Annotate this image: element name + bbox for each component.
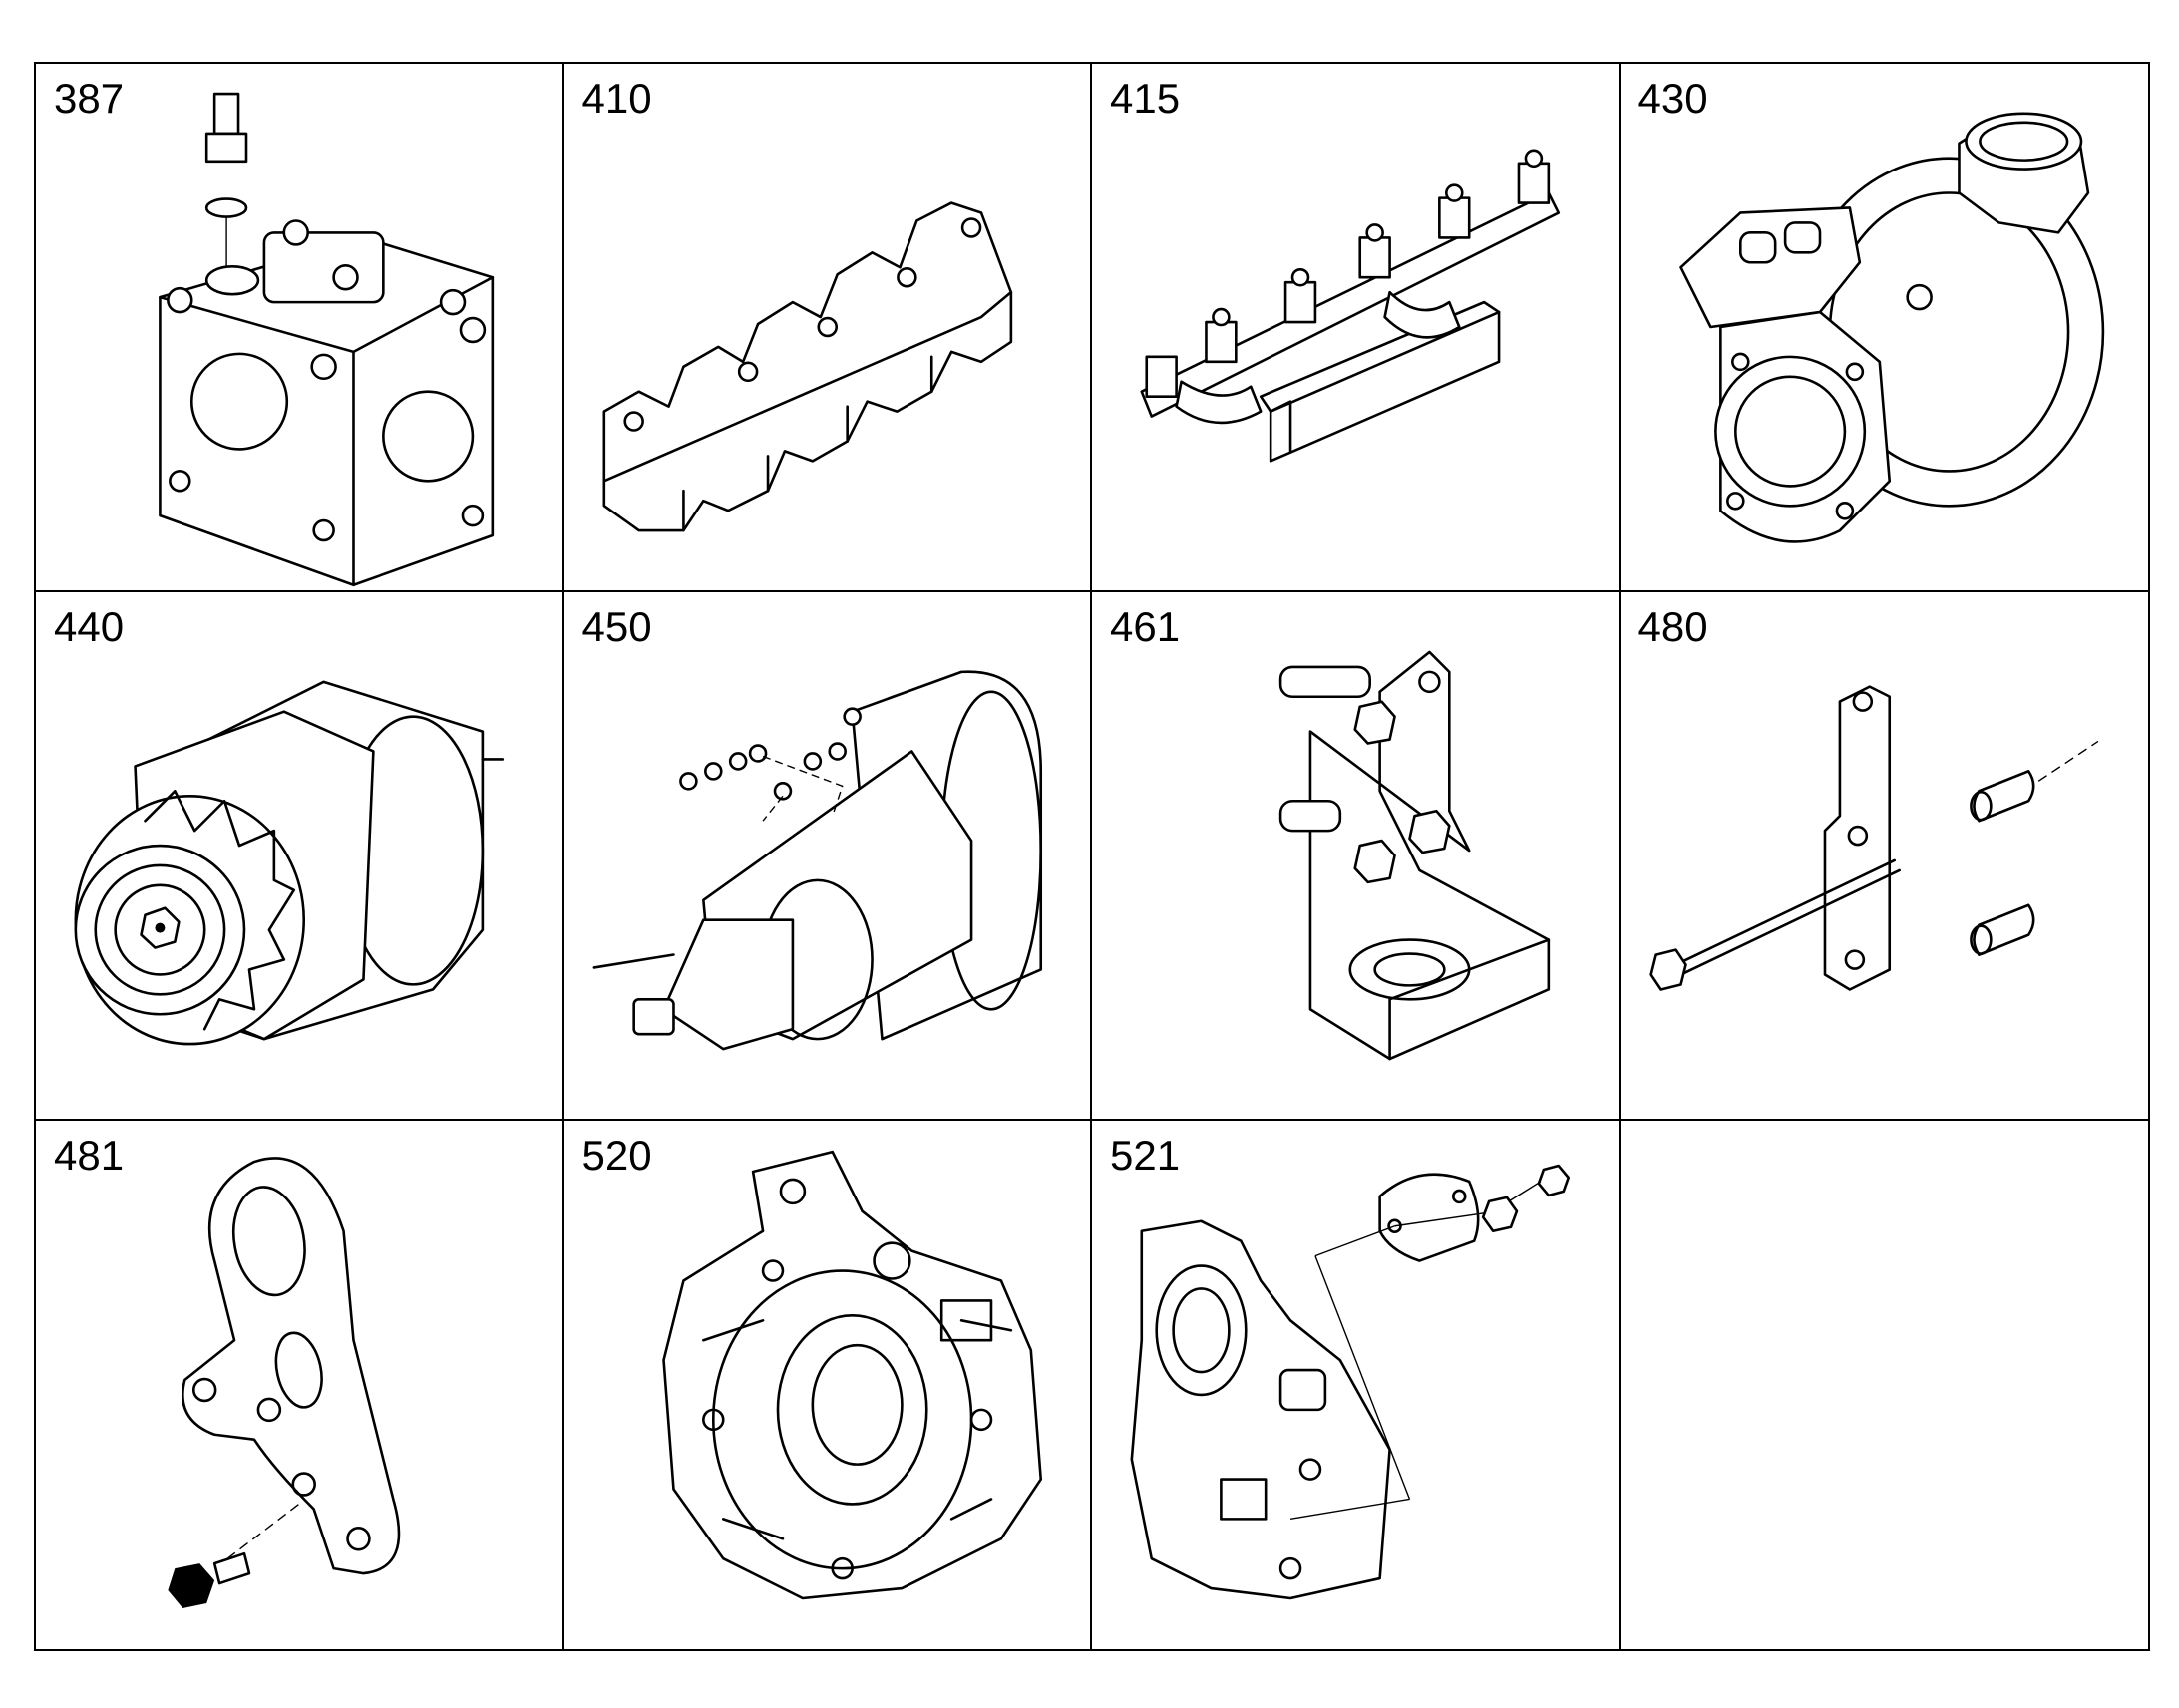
part-number: 480 bbox=[1637, 603, 1708, 650]
part-cell-440[interactable]: 440 bbox=[36, 592, 564, 1121]
turbocharger-icon bbox=[1621, 64, 2149, 590]
exhaust-brake-icon bbox=[36, 64, 562, 590]
part-cell-480[interactable]: 480 bbox=[1620, 592, 2149, 1121]
part-cell-461[interactable]: 461 bbox=[1092, 592, 1621, 1121]
part-cell-410[interactable]: 410 bbox=[563, 64, 1092, 592]
plate-bracket-icon bbox=[168, 1121, 562, 1608]
parts-grid: 387 410 bbox=[34, 62, 2150, 1651]
part-number: 481 bbox=[54, 1132, 125, 1179]
exhaust-manifold-icon bbox=[564, 64, 1091, 590]
alternator-bracket-icon bbox=[1092, 592, 1619, 1119]
alternator-icon bbox=[36, 592, 562, 1119]
part-cell-415[interactable]: 415 bbox=[1092, 64, 1621, 592]
part-number: 450 bbox=[581, 603, 652, 650]
part-cell-387[interactable]: 387 bbox=[36, 64, 564, 592]
part-cell-450[interactable]: 450 bbox=[563, 592, 1092, 1121]
cover-plate-icon bbox=[1092, 1121, 1619, 1649]
part-cell-430[interactable]: 430 bbox=[1620, 64, 2149, 592]
part-number: 415 bbox=[1110, 75, 1181, 122]
part-number: 521 bbox=[1110, 1132, 1181, 1179]
part-number: 461 bbox=[1110, 603, 1181, 650]
part-number: 440 bbox=[54, 603, 125, 650]
starter-motor-icon bbox=[564, 592, 1091, 1119]
part-number: 520 bbox=[581, 1132, 652, 1179]
part-cell-520[interactable]: 520 bbox=[564, 1121, 1092, 1649]
exhaust-manifold-assembly-icon bbox=[1092, 64, 1619, 590]
part-number: 387 bbox=[54, 75, 125, 122]
part-number: 410 bbox=[581, 75, 652, 122]
part-cell-481[interactable]: 481 bbox=[36, 1121, 564, 1649]
flywheel-housing-icon bbox=[564, 1121, 1091, 1649]
empty-cell bbox=[1621, 1121, 2149, 1649]
bracket-bolt-spacers-icon bbox=[1621, 592, 2149, 1119]
part-number: 430 bbox=[1637, 75, 1708, 122]
part-cell-521[interactable]: 521 bbox=[1092, 1121, 1621, 1649]
